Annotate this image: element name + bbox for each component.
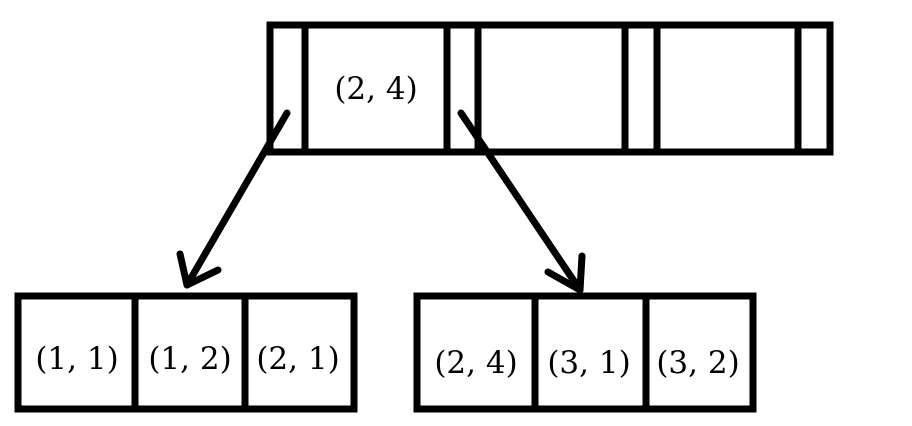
left-child-key-1: (1, 1)	[35, 341, 118, 377]
left-child-node-border	[14, 292, 358, 413]
root-node: (2, 4)	[266, 21, 834, 156]
root-key-1: (2, 4)	[334, 71, 417, 107]
arrow-to-right-child	[457, 109, 586, 294]
arrow-left-shaft	[183, 109, 291, 289]
arrow-right-shaft	[457, 109, 584, 294]
right-child-node: (2, 4) (3, 1) (3, 2)	[413, 292, 757, 413]
arrow-right-head	[544, 252, 586, 294]
right-child-key-2: (3, 1)	[547, 345, 630, 381]
left-child-key-3: (2, 1)	[256, 341, 339, 377]
right-child-node-border	[413, 292, 757, 413]
arrow-left-head	[176, 250, 222, 289]
left-child-node: (1, 1) (1, 2) (2, 1)	[14, 292, 358, 413]
right-child-key-1: (2, 4)	[434, 345, 517, 381]
right-child-key-3: (3, 2)	[656, 345, 739, 381]
left-child-key-2: (1, 2)	[148, 341, 231, 377]
arrow-to-left-child	[176, 109, 291, 289]
root-node-border	[266, 21, 834, 156]
